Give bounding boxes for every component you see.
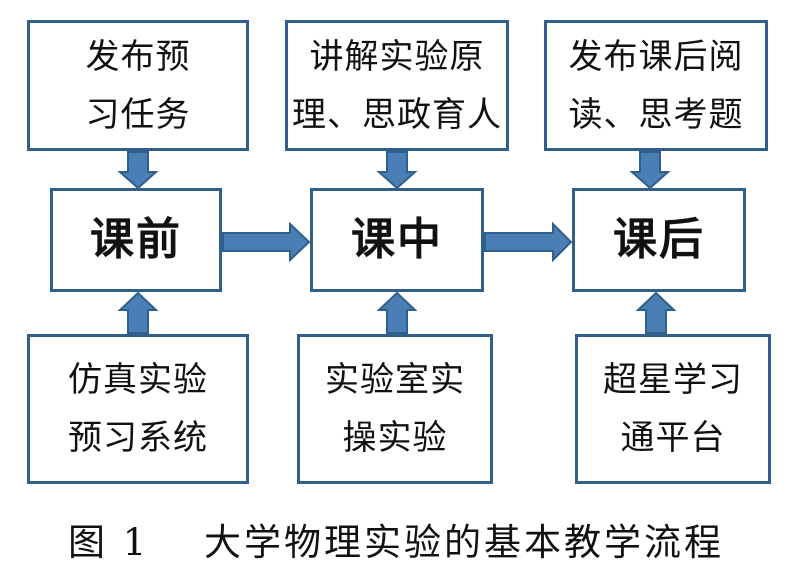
top-box-3: 发布课后阅 读、思考题 bbox=[544, 20, 768, 151]
stage-label-in-class: 课中 bbox=[351, 214, 443, 265]
stage-box-in-class: 课中 bbox=[310, 188, 484, 292]
arrow-up-1 bbox=[117, 291, 159, 334]
arrow-right-1 bbox=[222, 221, 311, 263]
arrow-up-2 bbox=[376, 291, 418, 334]
stage-label-pre-class: 课前 bbox=[90, 214, 182, 265]
bottom-box-3-line-1: 超星学习 bbox=[603, 360, 743, 400]
stage-box-pre-class: 课前 bbox=[50, 188, 222, 292]
arrow-down-3 bbox=[629, 151, 671, 190]
stage-label-post-class: 课后 bbox=[613, 214, 705, 265]
top-box-1: 发布预 习任务 bbox=[27, 20, 249, 151]
top-box-2-line-1: 讲解实验原 bbox=[309, 36, 485, 77]
top-box-3-line-2: 读、思考题 bbox=[568, 94, 744, 135]
top-box-2-line-2: 理、思政育人 bbox=[292, 94, 502, 135]
arrow-up-3 bbox=[635, 291, 677, 334]
bottom-box-1-line-2: 预习系统 bbox=[68, 418, 208, 458]
bottom-box-1-line-1: 仿真实验 bbox=[68, 360, 208, 400]
top-box-1-line-2: 习任务 bbox=[85, 94, 191, 135]
arrow-down-2 bbox=[376, 151, 418, 190]
arrow-right-2 bbox=[484, 221, 573, 263]
bottom-box-2: 实验室实 操实验 bbox=[297, 334, 493, 484]
bottom-box-2-line-1: 实验室实 bbox=[325, 360, 465, 400]
bottom-box-3-line-2: 通平台 bbox=[620, 418, 726, 458]
stage-box-post-class: 课后 bbox=[572, 188, 746, 292]
figure-caption: 图 1 大学物理实验的基本教学流程 bbox=[67, 521, 725, 564]
bottom-box-1: 仿真实验 预习系统 bbox=[27, 334, 249, 484]
top-box-3-line-1: 发布课后阅 bbox=[568, 36, 744, 77]
top-box-2: 讲解实验原 理、思政育人 bbox=[285, 20, 509, 151]
bottom-box-2-line-2: 操实验 bbox=[342, 418, 448, 458]
bottom-box-3: 超星学习 通平台 bbox=[575, 334, 771, 484]
arrow-down-1 bbox=[117, 151, 159, 190]
top-box-1-line-1: 发布预 bbox=[85, 36, 191, 77]
